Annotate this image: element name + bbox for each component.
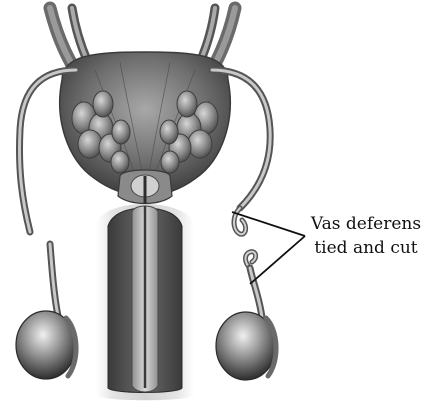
vas-deferens-label: Vas deferens tied and cut xyxy=(296,212,436,260)
testis-right xyxy=(216,312,276,380)
vas-deferens-label-line-1: Vas deferens xyxy=(296,212,436,236)
vas-deferens-label-line-2: tied and cut xyxy=(296,236,436,260)
testis-left xyxy=(16,311,76,379)
